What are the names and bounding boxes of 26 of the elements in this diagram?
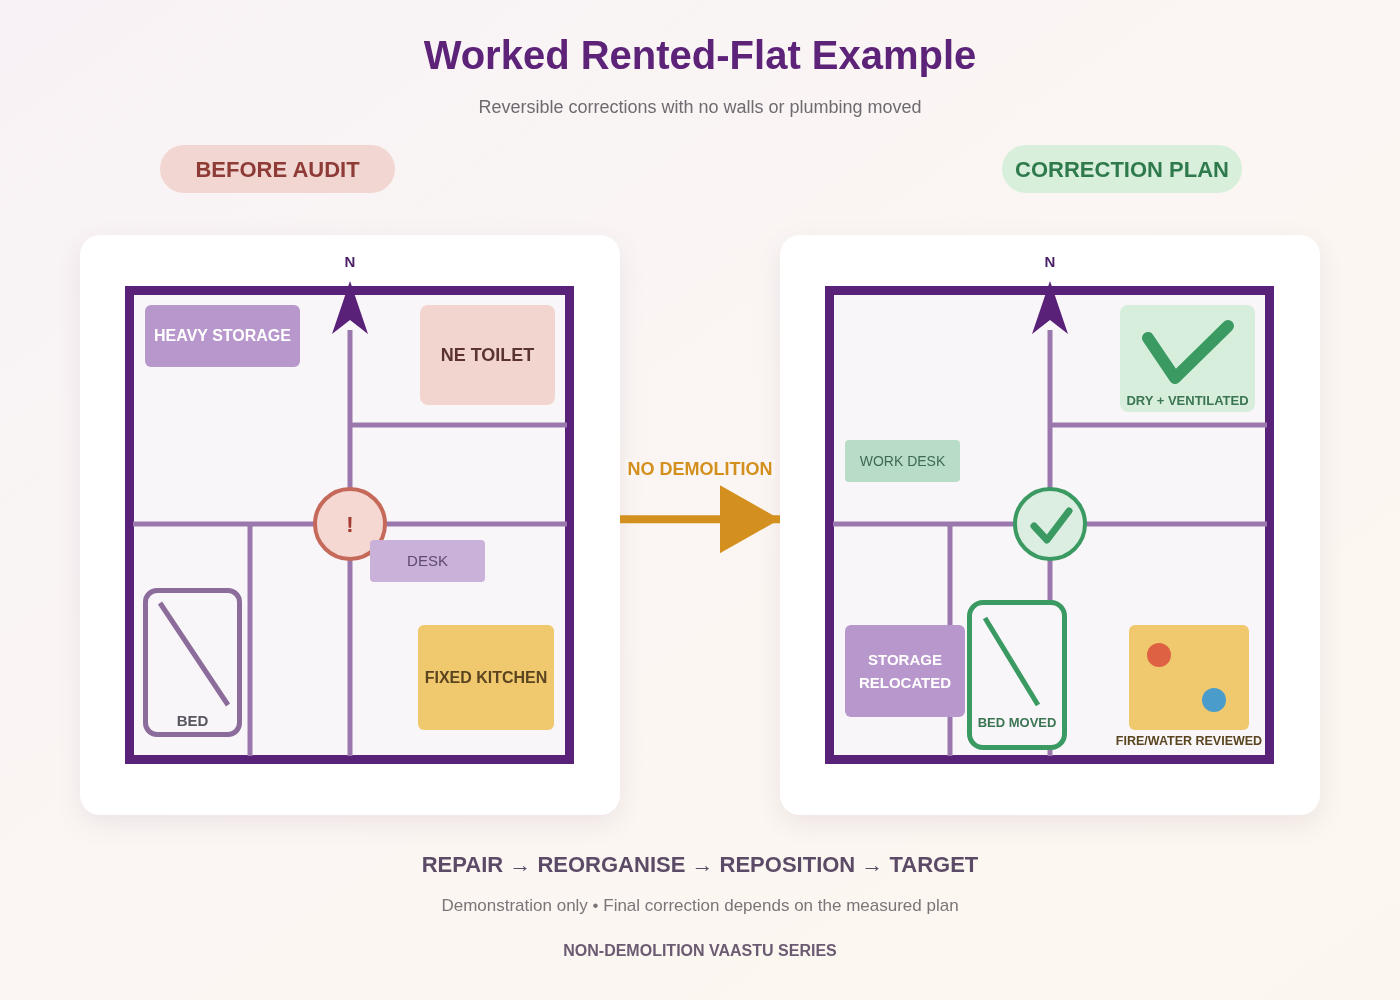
kitchen-caption: FIRE/WATER REVIEWED	[1115, 733, 1263, 749]
bed-outline	[143, 588, 242, 737]
storage-block: HEAVY STORAGE	[145, 305, 300, 367]
series-footer: NON-DEMOLITION VAASTU SERIES	[563, 939, 837, 963]
kitchen-block: FIXED KITCHEN	[418, 625, 554, 730]
arrow	[620, 485, 780, 554]
section-pill: CORRECTION PLAN	[1002, 145, 1242, 193]
process-steps: REPAIR → REORGANISE → REPOSITION → TARGET	[421, 848, 979, 881]
check-circle-icon	[1013, 487, 1087, 561]
room-block	[1120, 305, 1255, 412]
toilet-block: NE TOILET	[420, 305, 555, 405]
bed-label: BED	[176, 712, 209, 731]
bed-outline	[967, 600, 1067, 750]
desk-block: WORK DESK	[845, 440, 960, 482]
title: Worked Rented-Flat Example	[423, 32, 977, 79]
bed-label: BED MOVED	[977, 714, 1057, 732]
plan-card	[80, 235, 620, 815]
disclaimer-text: Demonstration only • Final correction depends on the measured plan	[441, 895, 959, 917]
subtitle: Reversible corrections with no walls or plumbing moved	[478, 96, 922, 119]
desk-block: DESK	[370, 540, 485, 582]
room-label: DRY + VENTILATED	[1126, 393, 1249, 409]
compass-label: N	[344, 252, 356, 272]
storage-block: STORAGE RELOCATED	[845, 625, 965, 717]
compass-label: N	[1044, 252, 1056, 272]
plan-card	[780, 235, 1320, 815]
section-pill: BEFORE AUDIT	[160, 145, 395, 193]
